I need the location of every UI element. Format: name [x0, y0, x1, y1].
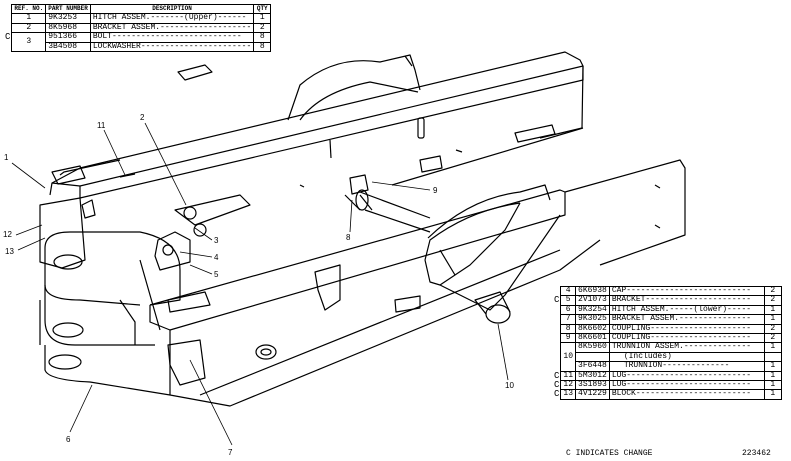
change-mark: [553, 305, 561, 314]
callout-4: 4: [214, 253, 219, 262]
ref-cell: 7: [560, 314, 577, 325]
qty-cell: 1: [763, 342, 782, 353]
change-mark: [553, 324, 561, 333]
change-mark: C: [554, 370, 560, 381]
part-number-cell: 3B4508: [45, 41, 91, 53]
qty-cell: 1: [763, 361, 782, 372]
part-number-cell: 8K5960: [575, 342, 610, 353]
table-row: 3 951366 BOLT---------------------------…: [4, 32, 272, 53]
change-mark: [553, 352, 561, 361]
callout-3: 3: [214, 236, 219, 245]
change-note: C INDICATES CHANGE: [566, 449, 653, 458]
description-cell: TRUNNION ASSEM.--------------: [608, 342, 765, 353]
ref-cell: 3: [11, 32, 47, 53]
part-number-cell: 951366: [45, 32, 91, 43]
trunnion: [355, 189, 511, 324]
callout-2: 2: [140, 113, 145, 122]
callout-7: 7: [228, 448, 233, 457]
table-row: C 2 8K5968 BRACKET ASSEM.---------------…: [4, 22, 272, 42]
ref-cell: 9: [560, 333, 577, 344]
part-number-cell: 9K3253: [45, 13, 91, 24]
upper-parts-table: REF. NO. PART NUMBER DESCRIPTION QTY 1 9…: [4, 3, 272, 53]
upper-frame-rail: [49, 51, 584, 199]
change-mark: C: [5, 32, 11, 43]
description-cell: TRUNNION--------------: [608, 361, 765, 372]
description-cell: BOLT---------------------------: [89, 32, 255, 43]
callout-6: 6: [66, 435, 71, 444]
callout-13: 13: [5, 247, 14, 256]
callout-12: 12: [3, 230, 12, 239]
change-mark: [553, 315, 561, 324]
change-mark: C: [554, 295, 560, 306]
qty-cell: 8: [253, 32, 272, 43]
qty-cell: 8: [253, 41, 272, 53]
change-mark: C: [554, 380, 560, 391]
qty-cell: 2: [763, 295, 782, 306]
ref-cell: 13: [560, 389, 577, 400]
description-cell: HITCH ASSEM.-------(Upper)------: [89, 13, 255, 24]
description-cell: LOCKWASHER-----------------------: [89, 41, 255, 53]
callout-5: 5: [214, 270, 219, 279]
table-row: 1 9K3253 HITCH ASSEM.-------(Upper)-----…: [4, 13, 272, 24]
leader-lines: [11, 122, 509, 446]
part-number-cell: 4V1229: [575, 389, 610, 400]
ref-cell: 1: [11, 13, 47, 24]
change-mark: [553, 362, 561, 371]
drawing-number: 223462: [742, 449, 771, 458]
ref-cell: 5: [560, 295, 577, 306]
part-number-cell: 2V1073: [575, 295, 610, 306]
change-mark: C: [554, 389, 560, 400]
part-number-cell: 9K3025: [575, 314, 610, 325]
front-hitch-stack: [39, 197, 181, 396]
upper-hitch-arms: [287, 54, 561, 311]
change-mark: [553, 343, 561, 352]
callout-11: 11: [97, 121, 106, 130]
qty-cell: 1: [253, 13, 272, 24]
ref-cell: 10: [560, 342, 577, 372]
part-number-cell: 3F6448: [575, 361, 610, 372]
lower-frame-rail: [149, 159, 686, 407]
qty-cell: 1: [763, 389, 782, 400]
callout-8: 8: [346, 233, 351, 242]
callout-10: 10: [505, 381, 514, 390]
table-row: 3B4508 LOCKWASHER-----------------------…: [4, 41, 272, 53]
qty-cell: 1: [763, 314, 782, 325]
description-cell: BRACKET ASSEM.---------------: [608, 314, 765, 325]
ref-cell: 2: [11, 22, 47, 34]
small-parts: [51, 64, 661, 386]
callout-1: 1: [4, 153, 9, 162]
change-mark: [553, 334, 561, 343]
description-cell: BLOCK------------------------: [608, 389, 765, 400]
description-cell: BRACKET----------------------: [608, 295, 765, 306]
callout-9: 9: [433, 186, 438, 195]
